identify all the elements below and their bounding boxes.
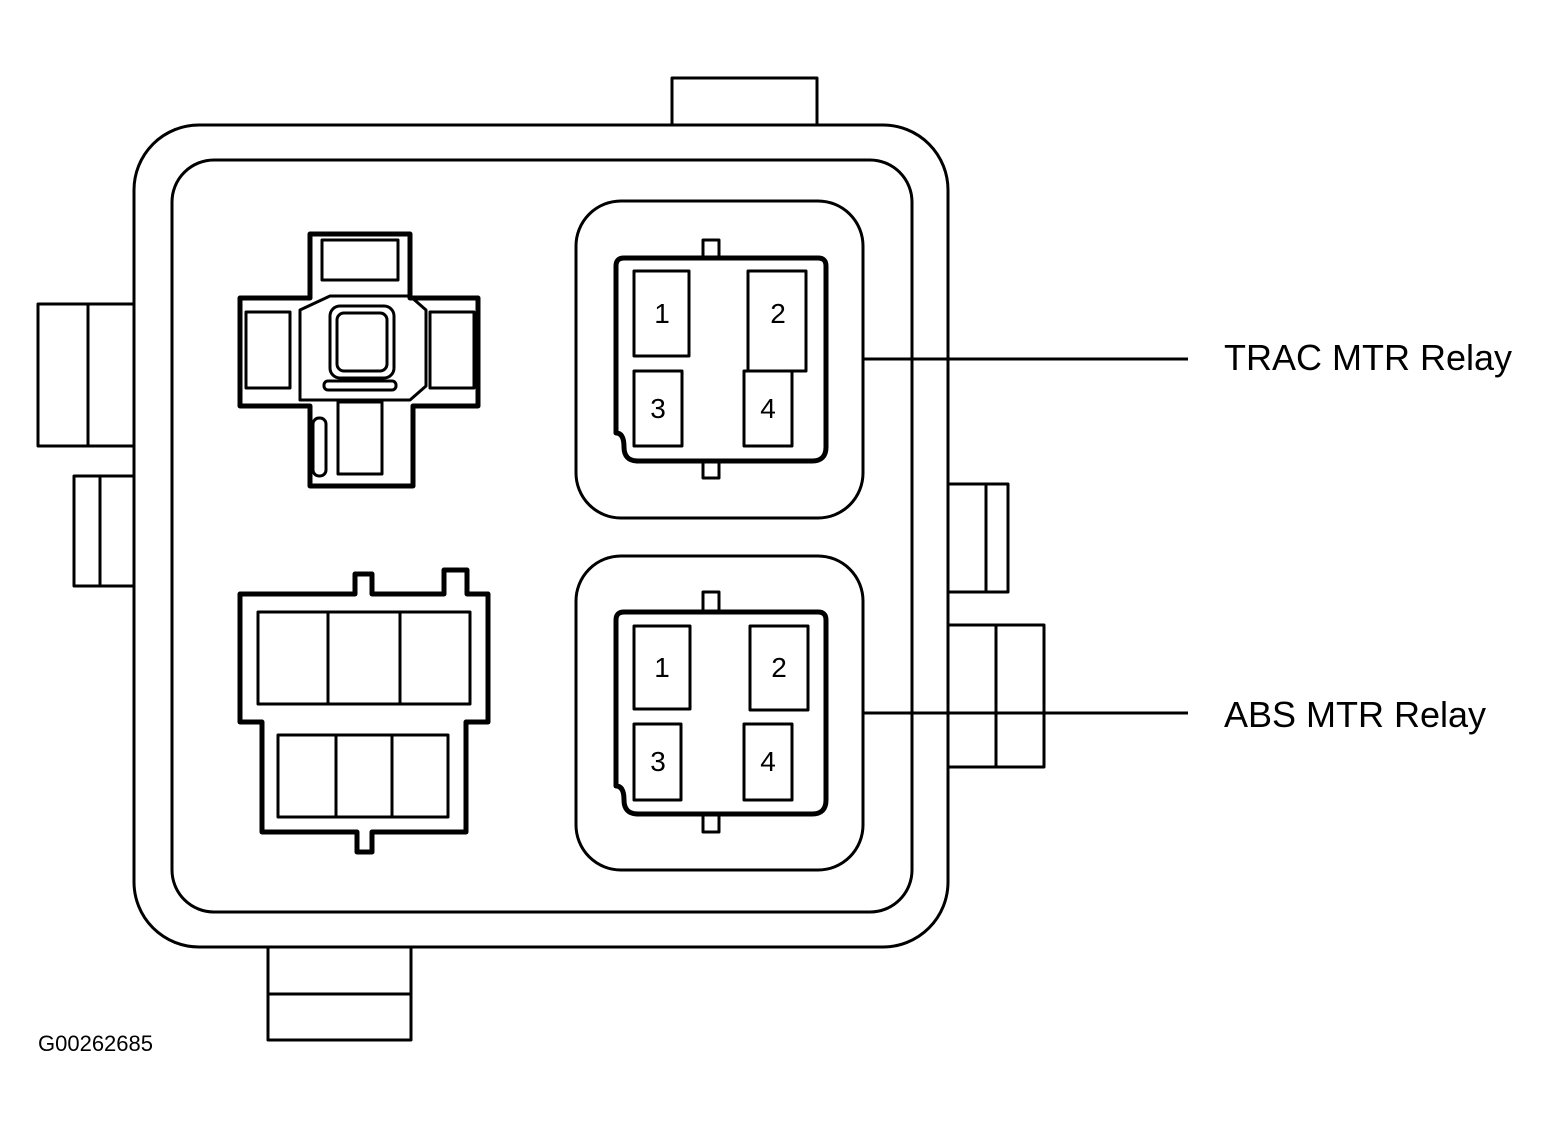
trac-pin-3 — [632, 369, 684, 448]
abs-pin-3-label: 3 — [650, 746, 666, 777]
trac-pin-2-label: 2 — [770, 298, 786, 329]
abs-pin-2-label: 2 — [771, 652, 787, 683]
abs-pin-1 — [632, 624, 692, 711]
trac-pin-1-label: 1 — [654, 298, 670, 329]
cross-connector — [237, 231, 481, 489]
trac-pin-1 — [632, 269, 691, 358]
trac-relay-socket: 1 2 3 4 — [574, 199, 865, 520]
left-upper-tab — [36, 302, 150, 448]
abs-pin-2 — [748, 624, 810, 712]
trac-mtr-relay-label: TRAC MTR Relay — [1224, 337, 1513, 378]
six-cavity-connector — [237, 567, 491, 855]
abs-relay-socket: 1 2 3 4 — [574, 554, 865, 872]
abs-mtr-relay-label: ABS MTR Relay — [1224, 694, 1487, 735]
figure-id: G00262685 — [38, 1031, 153, 1056]
abs-pin-3 — [632, 722, 683, 802]
housing-inner — [170, 158, 914, 914]
housing-outer — [132, 123, 950, 949]
abs-pin-4 — [742, 722, 794, 802]
abs-pin-4-label: 4 — [760, 746, 776, 777]
abs-pin-1-label: 1 — [654, 652, 670, 683]
trac-pin-3-label: 3 — [650, 393, 666, 424]
trac-pin-4 — [742, 369, 794, 448]
trac-pin-4-label: 4 — [760, 393, 776, 424]
